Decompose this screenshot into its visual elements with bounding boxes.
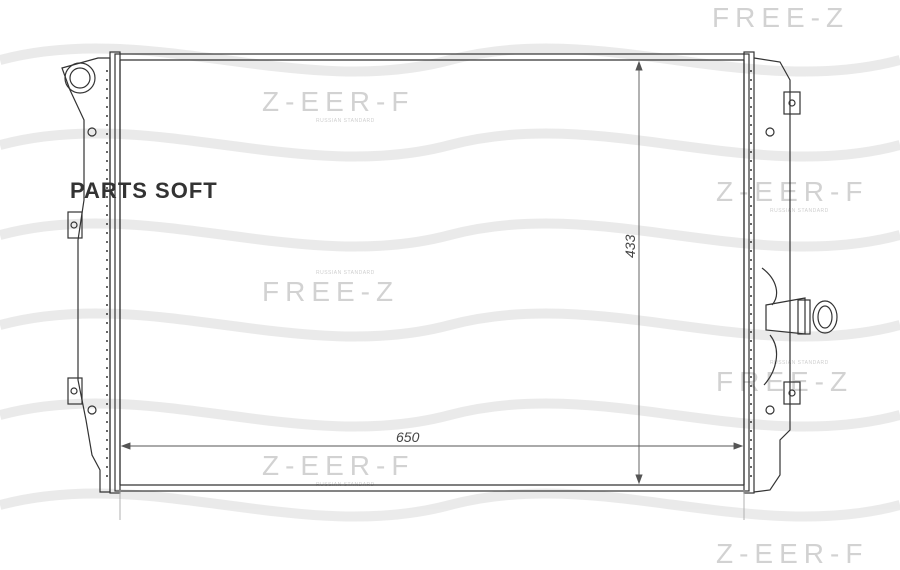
width-label: 650 [396,429,420,445]
watermark-subtext: RUSSIAN STANDARD [316,270,375,276]
right-mount-top [765,127,775,137]
watermark-subtext: RUSSIAN STANDARD [316,118,375,124]
outlet-clamp [797,299,811,335]
outlet-opening [812,300,838,334]
inlet-pipe [64,62,96,94]
left-mount-bottom [87,405,97,415]
height-label: 433 [622,234,638,258]
watermark-text: FREE-Z [262,276,400,307]
radiator-core [114,53,750,492]
left-bracket-upper [67,211,83,239]
outlet-pipe [765,297,806,335]
watermark-text: Z-EER-F [716,538,869,569]
watermark-subtext: RUSSIAN STANDARD [770,208,829,214]
right-mount-bottom [765,405,775,415]
left-bracket-hole [70,221,78,229]
left-tank [61,57,111,493]
right-bracket-lower [783,381,801,405]
watermark-text: FREE-Z [716,366,854,397]
watermark-text: Z-EER-F [716,176,869,207]
brand-label: PARTS SOFT [70,178,218,203]
right-header [743,51,755,494]
watermark-text: Z-EER-F [262,86,415,117]
right-bracket-upper [783,91,801,115]
watermark-text: FREE-Z [712,2,850,33]
watermark-subtext: RUSSIAN STANDARD [770,360,829,366]
watermark-text: Z-EER-F [262,450,415,481]
left-bracket-lower [67,377,83,405]
left-header [109,51,121,494]
left-mount-top [87,127,97,137]
left-bracket-hole [70,387,78,395]
inlet-pipe-inner [69,67,91,89]
right-tank [753,57,791,493]
